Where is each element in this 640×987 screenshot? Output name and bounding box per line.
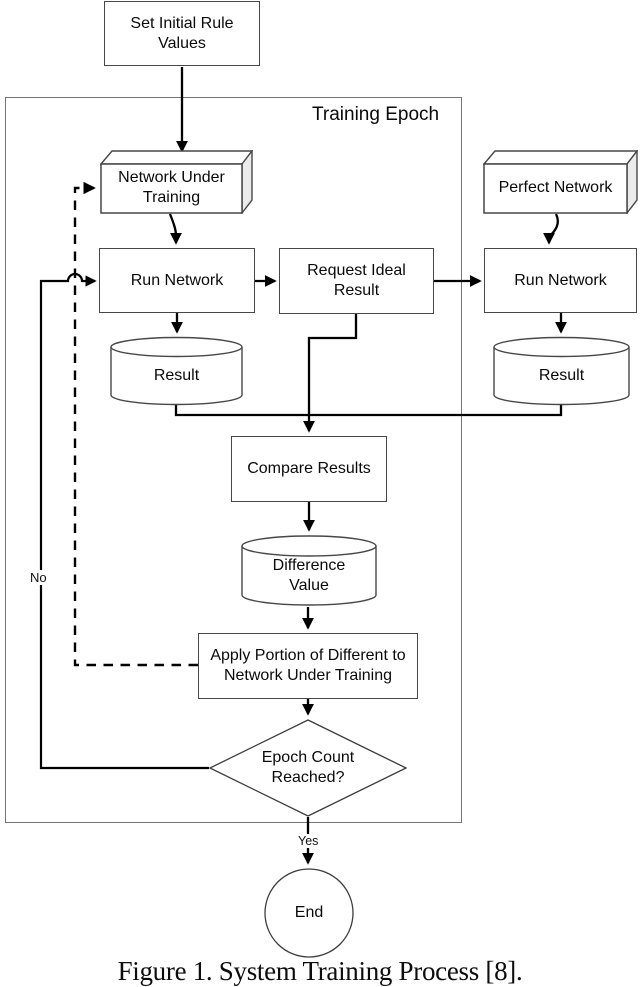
node-run-network-left: Run Network — [99, 248, 255, 313]
cube-shape — [100, 150, 253, 214]
edge-nut-to-runleft — [168, 213, 182, 245]
node-compare-results: Compare Results — [231, 436, 387, 502]
node-label: Run Network — [514, 271, 607, 289]
node-request-ideal-result: Request Ideal Result — [279, 248, 434, 314]
edge-results-join — [174, 405, 563, 417]
figure-caption: Figure 1. System Training Process [8]. — [117, 956, 523, 986]
node-label: Apply Portion of Different to Network Un… — [210, 647, 406, 684]
node-label: Epoch Count Reached? — [261, 749, 355, 786]
edge-label-no: No — [28, 570, 49, 585]
node-perfect-network: Perfect Network — [483, 150, 638, 214]
diamond-shape — [209, 719, 407, 817]
node-apply-portion: Apply Portion of Different to Network Un… — [198, 633, 418, 699]
node-label: Compare Results — [247, 460, 371, 478]
cylinder-shape — [241, 535, 377, 606]
node-network-under-training: Network Under Training — [100, 150, 253, 214]
edge-decision-no-loop — [39, 272, 209, 770]
cylinder-shape — [493, 336, 630, 406]
edge-perfect-to-runright — [543, 213, 560, 245]
training-epoch-title: Training Epoch — [312, 104, 440, 125]
edge-request-to-compare — [303, 313, 358, 433]
node-label: Result — [153, 367, 200, 385]
node-result-left: Result — [110, 336, 243, 406]
node-label: Request Ideal Result — [307, 262, 406, 299]
node-label: Result — [538, 367, 585, 385]
node-label: End — [294, 904, 324, 922]
node-label: Run Network — [130, 271, 224, 289]
node-label: Difference Value — [272, 557, 346, 594]
node-label: Perfect Network — [498, 179, 613, 197]
training-epoch-container — [5, 97, 462, 823]
node-label: Set Initial Rule Values — [130, 14, 234, 52]
edge-apply-feedback-dashed — [73, 181, 198, 667]
node-result-right: Result — [493, 336, 630, 406]
node-label: Network Under Training — [118, 169, 225, 206]
node-epoch-count-decision: Epoch Count Reached? — [209, 719, 407, 817]
node-difference-value: Difference Value — [241, 534, 377, 607]
cube-shape — [483, 150, 638, 214]
node-run-network-right: Run Network — [484, 248, 637, 313]
node-set-initial-rule-values: Set Initial Rule Values — [104, 1, 260, 66]
edge-label-yes: Yes — [296, 834, 321, 848]
cylinder-shape — [110, 336, 243, 406]
circle-shape — [264, 868, 354, 958]
node-end: End — [264, 868, 354, 958]
